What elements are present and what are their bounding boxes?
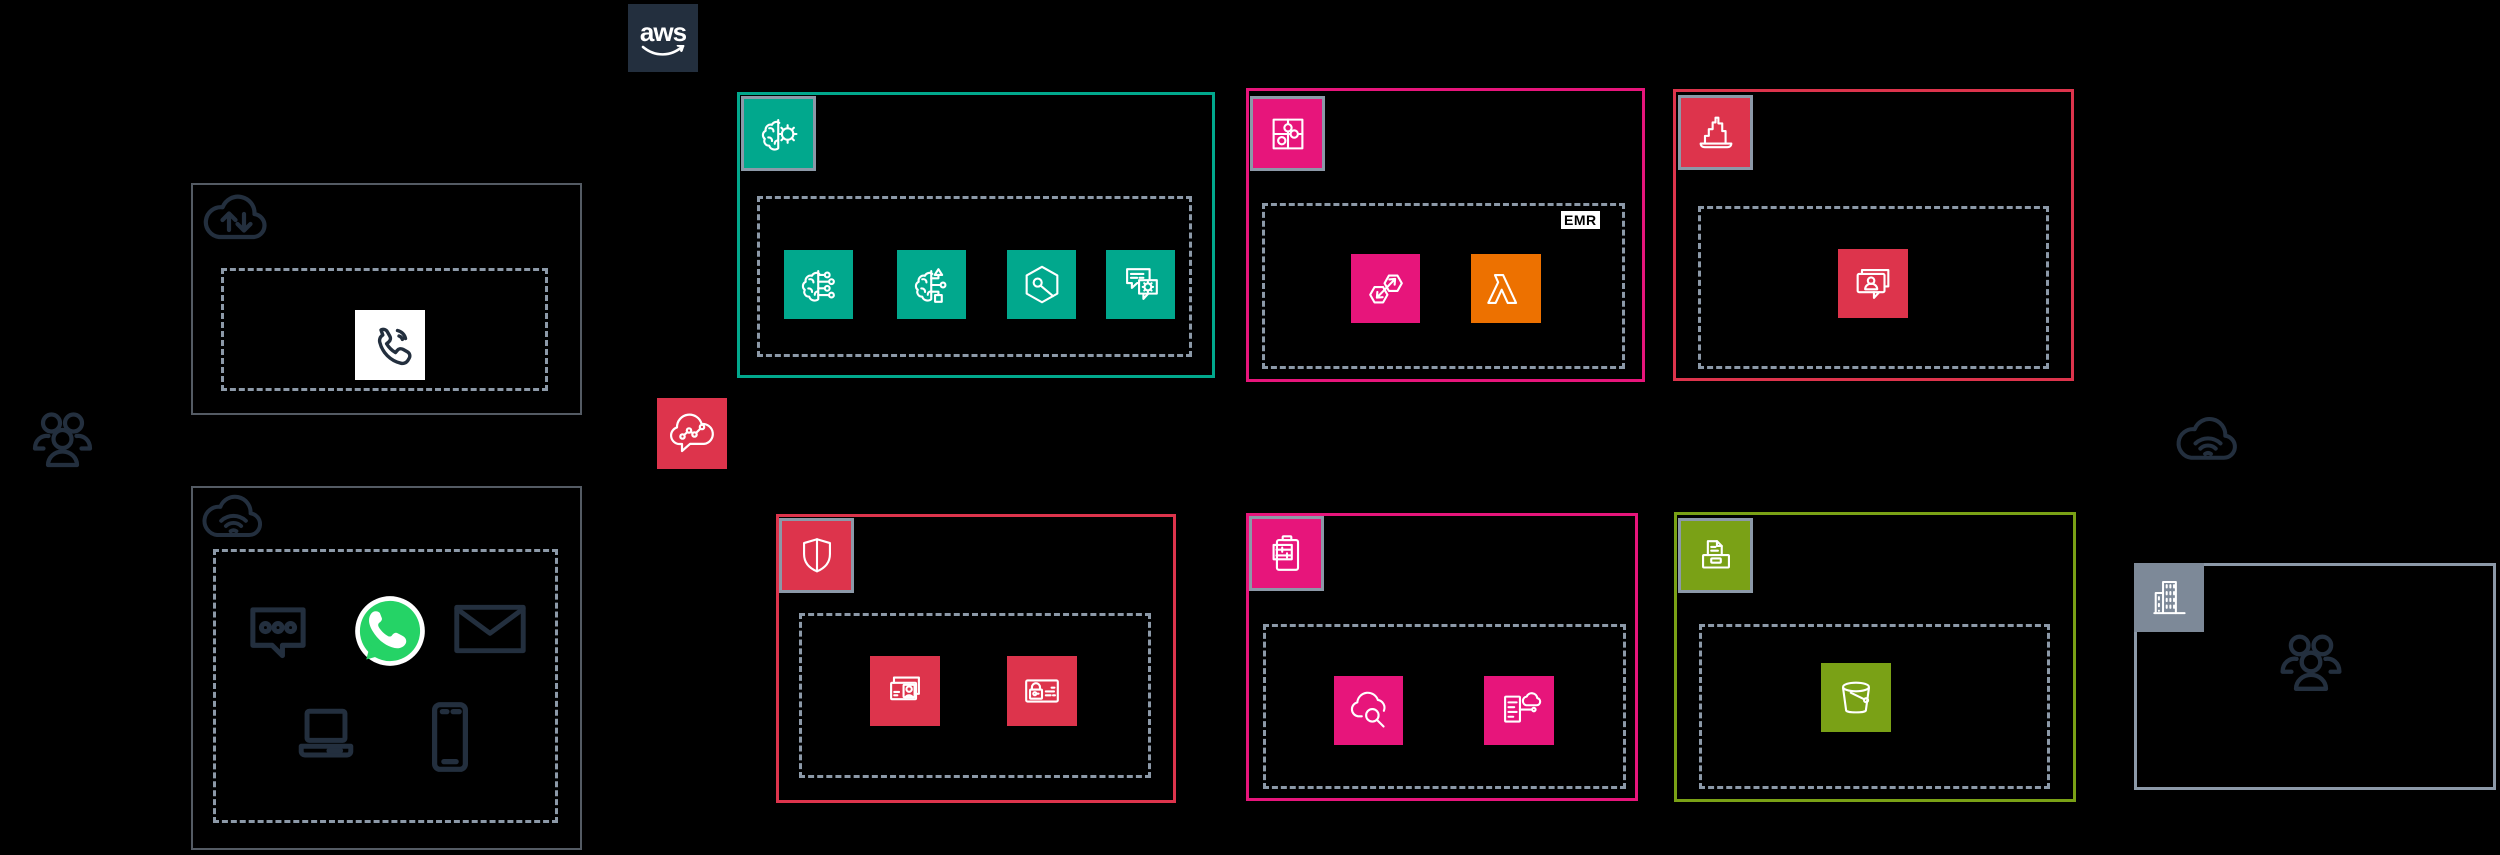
business-apps-bars-icon — [1678, 95, 1753, 170]
digital-channels-dashed-zone — [213, 549, 558, 823]
cloud-wifi-icon — [198, 491, 270, 543]
phone-call-icon — [355, 310, 425, 380]
shield-icon — [779, 518, 854, 593]
security-dashed-zone — [799, 613, 1151, 778]
amazon-connect-icon — [657, 398, 727, 469]
application-integration-group-box — [1246, 88, 1645, 382]
telephony-dashed-zone — [221, 268, 548, 391]
lambda-icon — [1471, 254, 1541, 323]
brain-arrow-icon — [897, 250, 966, 319]
s3-bucket-icon — [1821, 663, 1891, 732]
clipboard-sliders-icon — [1249, 516, 1324, 591]
kendra-hexagon-search-icon — [1007, 250, 1076, 319]
puzzle-icon — [1250, 96, 1325, 171]
ai-category-brain-gear-icon — [741, 96, 816, 171]
whatsapp-icon — [352, 593, 428, 669]
aws-smile-icon — [641, 44, 685, 56]
brain-circuit-icon — [784, 250, 853, 319]
aws-logo-text: aws — [639, 16, 687, 47]
customers-users-group-icon — [30, 408, 95, 472]
office-group-box — [2134, 563, 2496, 790]
sms-chat-icon — [242, 598, 314, 666]
security-group-box — [776, 514, 1176, 803]
cloudwatch-icon — [1334, 676, 1403, 745]
cloudtrail-icon — [1484, 676, 1554, 745]
management-group-box — [1246, 513, 1638, 801]
email-icon — [452, 603, 528, 655]
storage-group-box — [1674, 512, 2076, 802]
storage-dashed-zone — [1699, 624, 2050, 789]
laptop-icon — [291, 700, 361, 772]
business-applications-group-box — [1673, 89, 2074, 381]
digital-channels-group-box — [191, 486, 582, 850]
ai-ml-group-box — [737, 92, 1215, 378]
ai-ml-dashed-zone — [757, 196, 1192, 357]
cloud-updown-icon — [199, 191, 275, 245]
agents-users-group-icon — [2278, 630, 2344, 696]
agent-cloud-wifi-icon — [2172, 412, 2245, 467]
storage-archive-icon — [1678, 518, 1753, 593]
business-applications-dashed-zone — [1698, 206, 2049, 369]
aws-logo: aws — [628, 4, 698, 72]
telephony-group-box — [191, 183, 582, 415]
secrets-manager-icon — [1007, 656, 1077, 726]
step-functions-icon — [1351, 254, 1420, 323]
management-dashed-zone — [1263, 624, 1626, 789]
emr-dashed-zone — [1262, 203, 1625, 369]
office-building-icon — [2134, 563, 2204, 632]
lex-chat-gear-icon — [1106, 250, 1175, 319]
mobile-phone-icon — [430, 700, 470, 774]
emr-badge: EMR — [1561, 211, 1600, 229]
customer-profiles-icon — [1838, 249, 1908, 318]
identity-center-icon — [870, 656, 940, 726]
